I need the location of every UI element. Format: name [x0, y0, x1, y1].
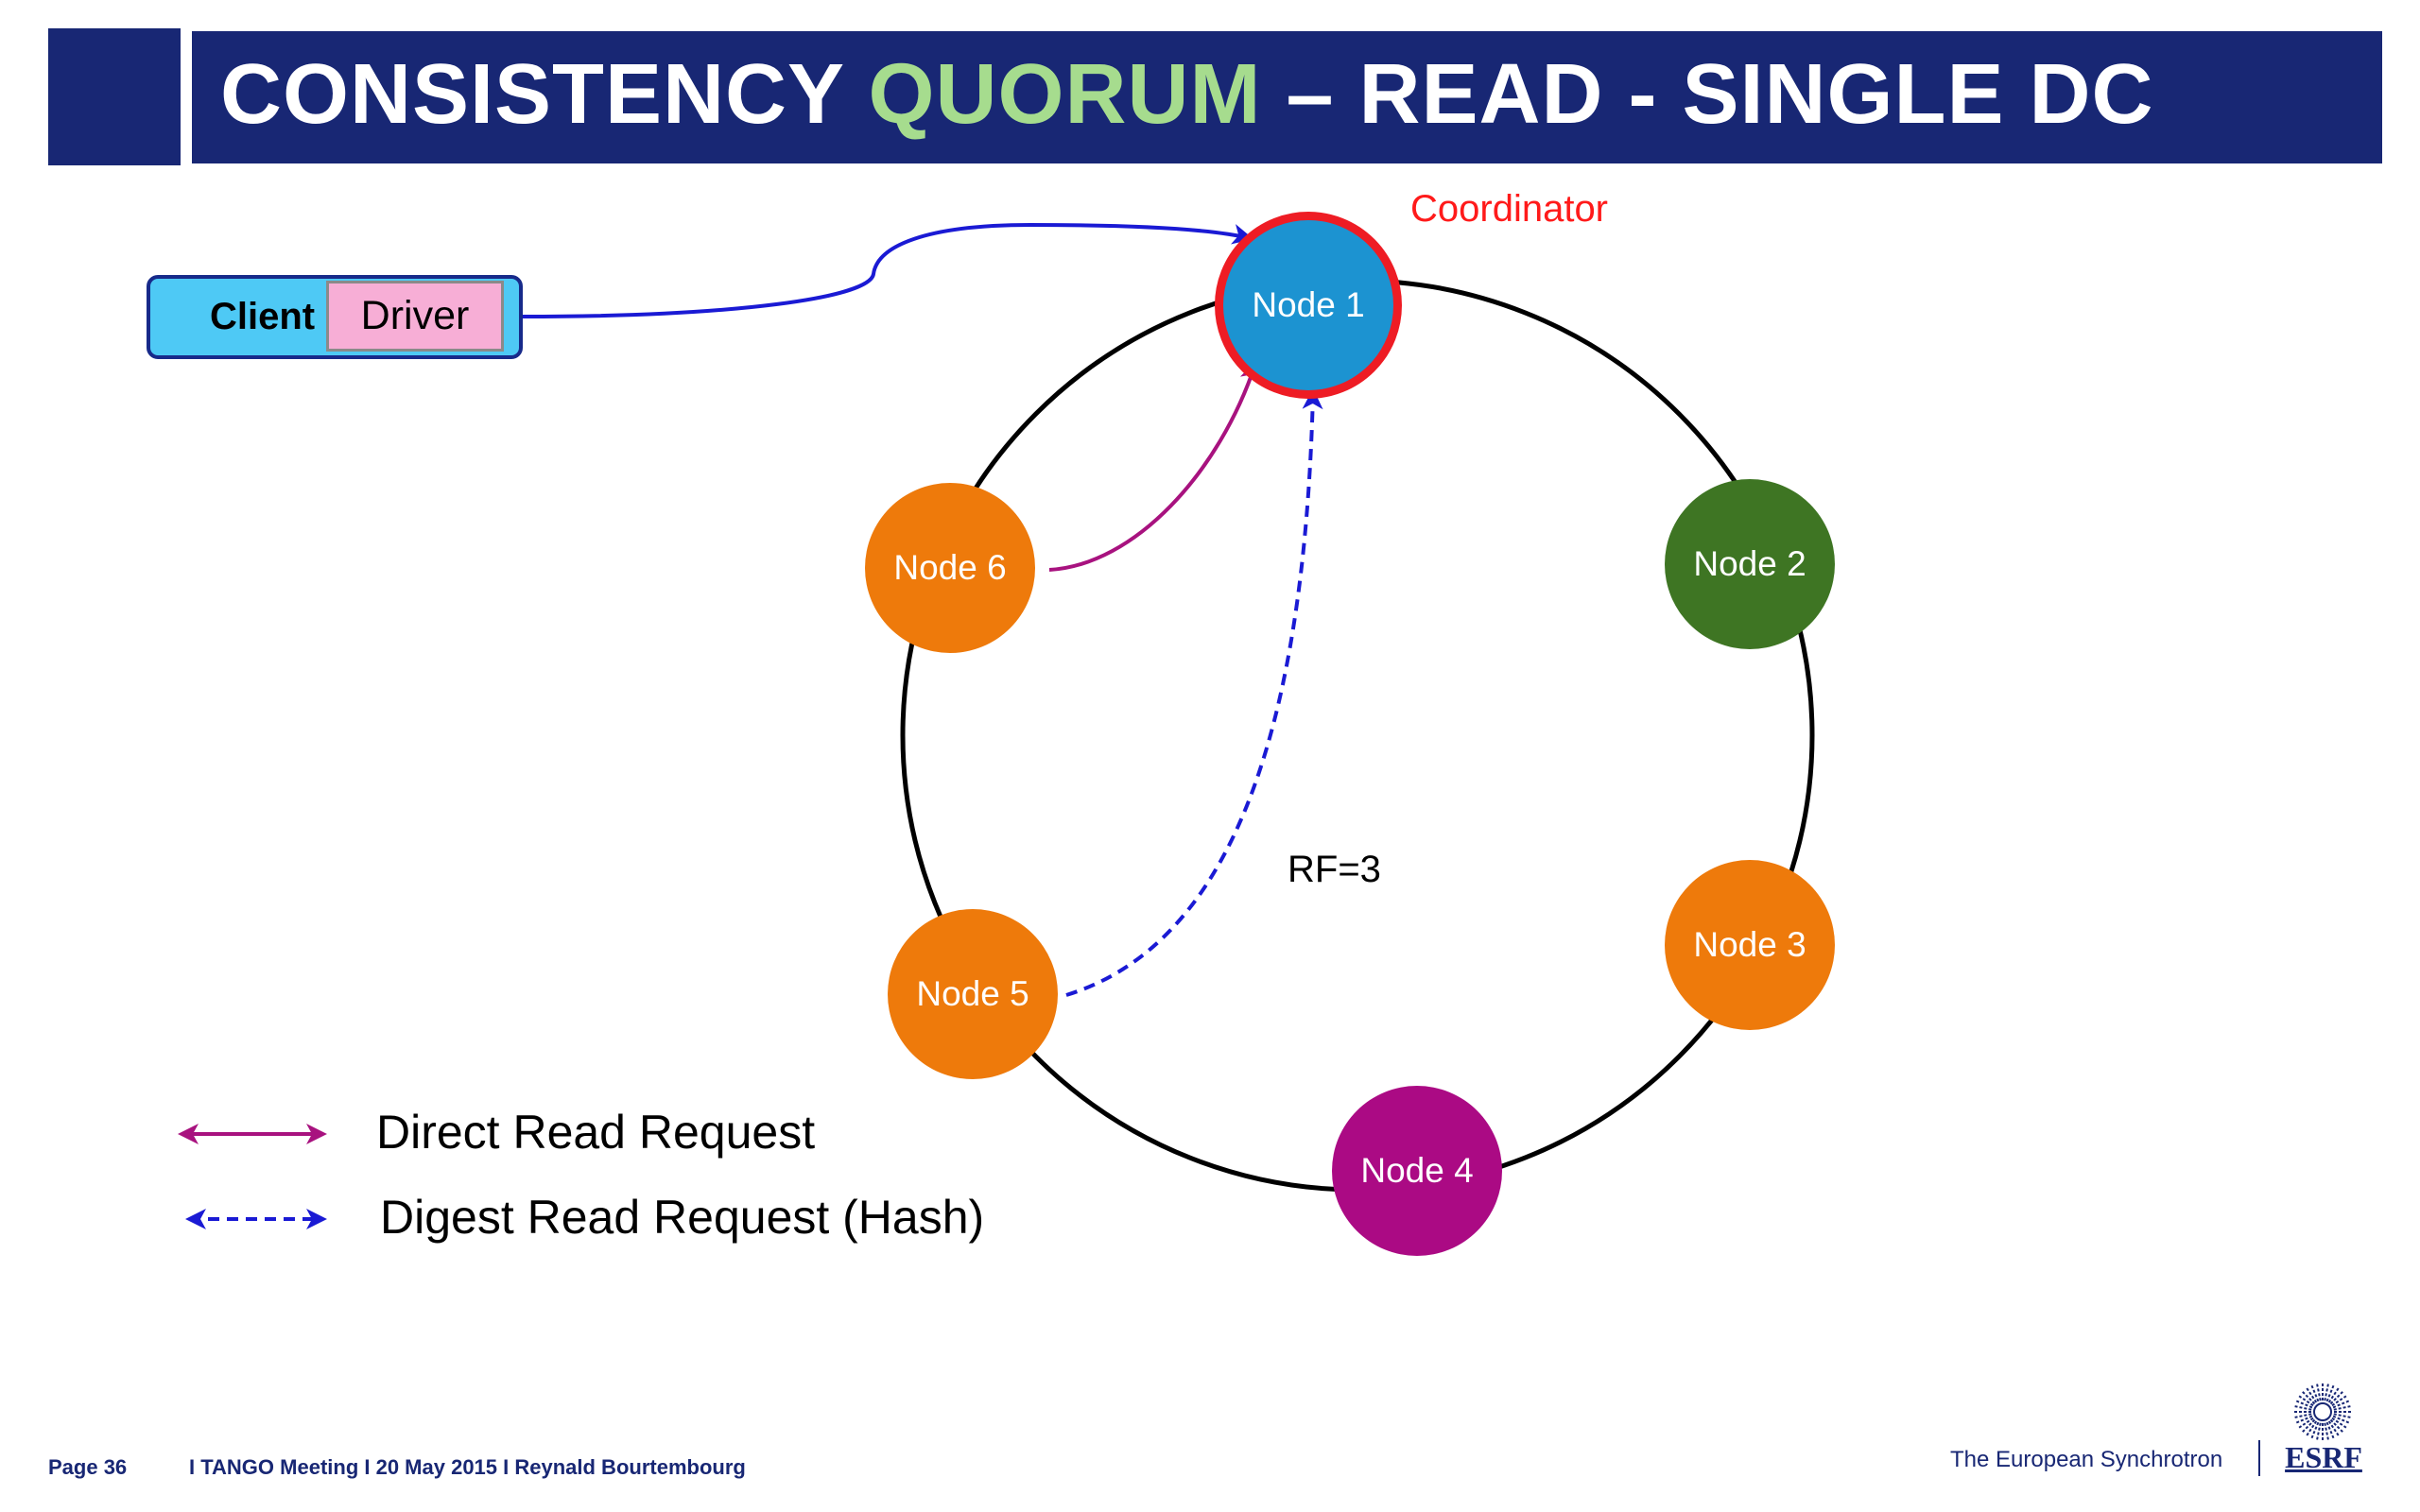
logo-ray [2316, 1422, 2322, 1440]
logo-ray [2327, 1420, 2340, 1436]
replication-factor-label: RF=3 [1288, 849, 1381, 890]
direct-read-arrow [1048, 360, 1260, 572]
logo-ray [2295, 1415, 2313, 1424]
logo-ray [2298, 1417, 2314, 1429]
logo-ray [2332, 1400, 2350, 1409]
logo-ray [2302, 1418, 2316, 1433]
logo-ray [2333, 1413, 2351, 1418]
digest-read-arrow [1065, 388, 1323, 997]
client-label: Client [210, 296, 316, 337]
logo-ray [2329, 1418, 2343, 1433]
logo-ray [2329, 1391, 2343, 1405]
footer-page-number: Page 36 [48, 1455, 128, 1479]
coordinator-label: Coordinator [1410, 188, 1609, 230]
node-5: Node 5 [888, 909, 1058, 1079]
logo-ray [2295, 1400, 2313, 1409]
logo-ray [2306, 1387, 2318, 1403]
node-6: Node 6 [865, 483, 1035, 653]
title-suffix: – READ - SINGLE DC [1261, 47, 2154, 142]
slide-title: CONSISTENCY QUORUM – READ - SINGLE DC [220, 45, 2154, 145]
node-3: Node 3 [1665, 860, 1835, 1030]
logo-ray [2331, 1395, 2347, 1407]
footer-brand: The European Synchrotron [1950, 1447, 2223, 1472]
logo-ray [2298, 1395, 2314, 1407]
legend-direct-label: Direct Read Request [376, 1106, 816, 1159]
logo-ray [2310, 1421, 2320, 1439]
footer-meeting-info: I TANGO Meeting I 20 May 2015 I Reynald … [189, 1455, 746, 1479]
logo-ray [2331, 1417, 2347, 1429]
ring-circle [900, 278, 1815, 1193]
logo-ray [2306, 1420, 2318, 1436]
logo-ray [2294, 1405, 2312, 1411]
legend-digest-label: Digest Read Request (Hash) [380, 1191, 985, 1244]
esrf-logo-text: ESRF [2285, 1440, 2362, 1474]
header-square [48, 28, 181, 165]
node-1: Node 1 [1215, 212, 1402, 399]
logo-ray [2325, 1384, 2335, 1402]
logo-ray [2302, 1391, 2316, 1405]
logo-ray [2327, 1387, 2340, 1403]
logo-ray [2310, 1384, 2320, 1402]
header-bar [192, 31, 2382, 163]
footer-divider [2258, 1440, 2260, 1476]
client-to-coordinator-arrow [522, 222, 1253, 318]
title-accent: QUORUM [868, 47, 1262, 142]
node-2: Node 2 [1665, 479, 1835, 649]
node-4: Node 4 [1332, 1086, 1502, 1256]
logo-ray [2333, 1405, 2351, 1411]
logo-ray [2294, 1413, 2312, 1418]
logo-ray [2325, 1421, 2335, 1439]
driver-box: Driver [326, 281, 504, 352]
logo-ray [2324, 1422, 2329, 1440]
title-prefix: CONSISTENCY [220, 47, 869, 142]
logo-ray [2316, 1383, 2322, 1401]
logo-ray [2324, 1383, 2329, 1401]
esrf-logo-icon [2294, 1383, 2351, 1440]
logo-ray [2332, 1415, 2350, 1424]
